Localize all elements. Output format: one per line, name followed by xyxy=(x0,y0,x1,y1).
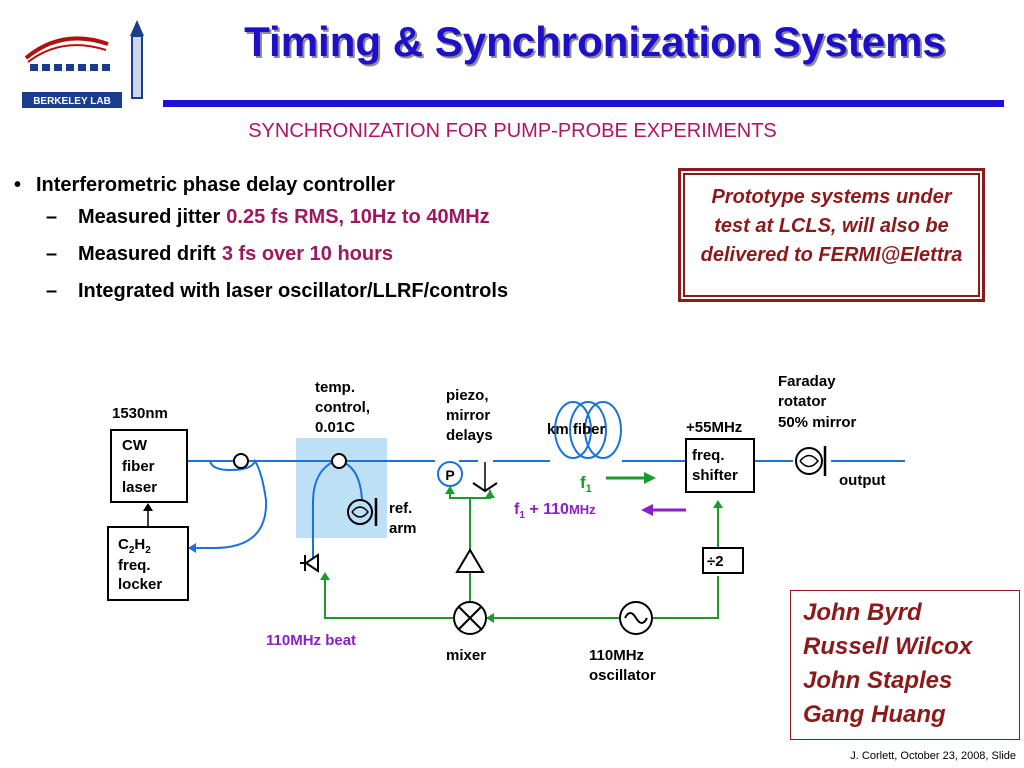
f1-plus-110-arrow-icon xyxy=(641,504,653,516)
fiber-lines xyxy=(187,458,905,558)
logo-text: BERKELEY LAB xyxy=(33,96,111,107)
piezo-delay-label: piezo, xyxy=(446,387,489,404)
laser-label: CW xyxy=(122,437,148,454)
temp-label: 0.01C xyxy=(315,419,355,436)
divider-box xyxy=(702,547,744,574)
sub-bullet-label: Integrated with laser oscillator/LLRF/co… xyxy=(78,280,509,302)
prototype-note-box: Prototype systems under test at LCLS, wi… xyxy=(678,168,985,302)
beat-label: 110MHz beat xyxy=(266,632,356,649)
faraday-label: 50% mirror xyxy=(778,414,857,431)
coupler-icon xyxy=(233,453,249,469)
dash-mark: – xyxy=(46,206,58,228)
shift-frequency-label: +55MHz xyxy=(686,419,742,436)
author-name: John Staples xyxy=(803,667,953,694)
sub-bullet-item: – Measured jitter 0.25 fs RMS, 10Hz to 4… xyxy=(14,206,674,243)
sub-bullet-label: Measured jitter xyxy=(78,206,221,228)
ref-arm-label: ref. xyxy=(389,500,412,517)
laser-label: laser xyxy=(122,479,157,496)
piezo-delay-label: mirror xyxy=(446,407,490,424)
piezo-label: P xyxy=(445,467,454,483)
author-name: Russell Wilcox xyxy=(803,633,973,660)
title-divider xyxy=(163,100,1004,107)
coupler-icon xyxy=(331,453,347,469)
faraday-label: Faraday xyxy=(778,373,836,390)
fiber-coil-icon xyxy=(554,401,622,459)
freq-shifter-box xyxy=(685,438,755,493)
bullet-mark: • xyxy=(14,174,22,196)
author-name: John Byrd xyxy=(803,599,922,626)
author-name: Gang Huang xyxy=(803,701,946,728)
ref-arm-mirror-icon xyxy=(347,499,373,525)
slide-footer: J. Corlett, October 23, 2008, Slide xyxy=(850,750,1016,762)
page-title: Timing & Synchronization Systems xyxy=(244,18,946,65)
bullet-item: • Interferometric phase delay controller xyxy=(14,174,674,206)
bullet-text: Interferometric phase delay controller xyxy=(36,174,396,196)
oscillator-label: 110MHz xyxy=(589,647,644,664)
arrow-up-icon xyxy=(143,503,153,511)
oscillator-label: oscillator xyxy=(589,667,656,684)
sub-bullet-value: 0.25 fs RMS, 10Hz to 40MHz xyxy=(226,206,490,228)
logo-graphic: BERKELEY LAB xyxy=(22,20,144,108)
berkeley-lab-logo: BERKELEY LAB xyxy=(22,14,160,110)
faraday-rotator-icon xyxy=(795,447,823,475)
amplifier-icon xyxy=(455,548,485,573)
c2h2-label: C2H2 xyxy=(118,536,151,556)
temp-label: temp. xyxy=(315,379,355,396)
dash-mark: – xyxy=(46,280,58,302)
arrow-to-locker xyxy=(188,543,196,553)
cw-fiber-laser-box xyxy=(110,429,188,503)
sub-bullet-label: Measured drift xyxy=(78,243,216,265)
f1-label: f1 xyxy=(580,473,592,495)
temp-control-region xyxy=(296,438,387,538)
temp-label: control, xyxy=(315,399,370,416)
sub-bullet-item: – Integrated with laser oscillator/LLRF/… xyxy=(14,280,674,317)
page-subtitle: SYNCHRONIZATION FOR PUMP-PROBE EXPERIMEN… xyxy=(248,120,777,142)
f1-arrow-icon xyxy=(644,472,656,484)
wavelength-label: 1530nm xyxy=(112,405,168,422)
photodiode-icon xyxy=(300,553,319,573)
shifter-label: freq. xyxy=(692,447,725,464)
sub-bullet-value: 3 fs over 10 hours xyxy=(221,243,393,265)
authors-box: John Byrd Russell Wilcox John Staples Ga… xyxy=(790,590,1020,740)
f1-plus-110-label: f1 + 110MHz xyxy=(514,501,596,521)
bullet-list: • Interferometric phase delay controller… xyxy=(14,174,674,317)
prototype-note-text: Prototype systems under test at LCLS, wi… xyxy=(700,186,963,266)
divide-label: ÷2 xyxy=(707,553,724,570)
dash-mark: – xyxy=(46,243,58,265)
locker-label: freq. xyxy=(118,557,151,574)
output-label: output xyxy=(839,472,886,489)
faraday-label: rotator xyxy=(778,393,826,410)
locker-label: locker xyxy=(118,576,162,593)
ref-arm-label: arm xyxy=(389,520,417,537)
laser-label: fiber xyxy=(122,458,155,475)
shifter-label: shifter xyxy=(692,467,738,484)
sub-bullet-item: – Measured drift 3 fs over 10 hours xyxy=(14,243,674,280)
mixer-label: mixer xyxy=(446,647,486,664)
km-fiber-label: km fiber xyxy=(547,421,606,438)
piezo-delay-label: delays xyxy=(446,427,493,444)
